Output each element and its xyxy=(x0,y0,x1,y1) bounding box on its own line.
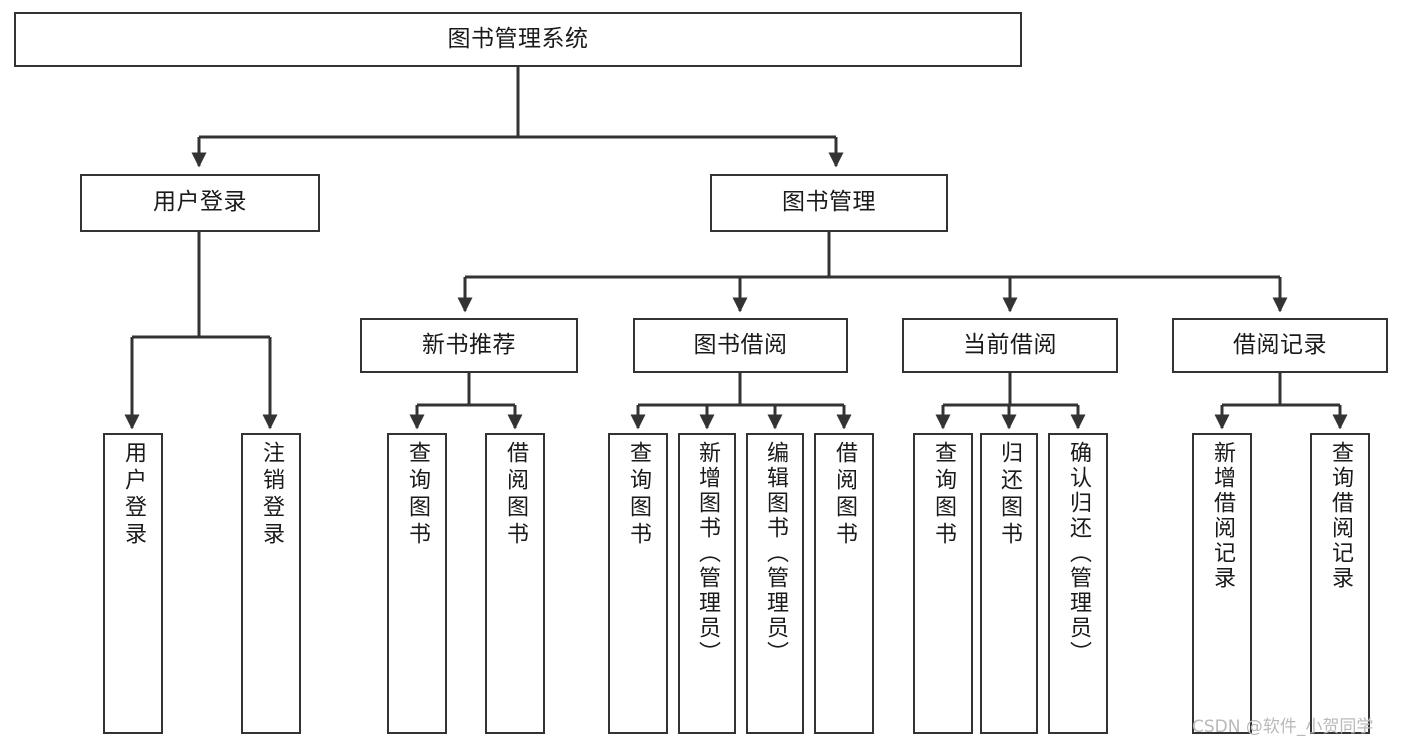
leaf-confirm-return-label: 确认归还（管理员） xyxy=(1066,441,1091,666)
leaf-query-book-3[interactable]: 查询图书 xyxy=(913,433,973,734)
node-book-borrow[interactable]: 图书借阅 xyxy=(633,318,848,373)
node-new-book-recommend-label: 新书推荐 xyxy=(422,331,516,358)
leaf-borrow-book-1-label: 借阅图书 xyxy=(503,441,528,549)
leaf-add-book-label: 新增图书（管理员） xyxy=(695,441,720,666)
leaf-query-record-label: 查询借阅记录 xyxy=(1328,441,1353,591)
node-borrow-record[interactable]: 借阅记录 xyxy=(1172,318,1388,373)
node-user-login-label: 用户登录 xyxy=(153,189,247,216)
leaf-user-login[interactable]: 用户登录 xyxy=(103,433,163,734)
leaf-query-book-2-label: 查询图书 xyxy=(626,441,651,549)
node-book-manage-label: 图书管理 xyxy=(782,189,876,216)
leaf-user-login-label: 用户登录 xyxy=(121,441,146,549)
leaf-borrow-book-1[interactable]: 借阅图书 xyxy=(485,433,545,734)
node-root[interactable]: 图书管理系统 xyxy=(14,12,1022,67)
node-book-borrow-label: 图书借阅 xyxy=(693,331,788,358)
node-borrow-record-label: 借阅记录 xyxy=(1233,331,1327,358)
leaf-logout[interactable]: 注销登录 xyxy=(241,433,301,734)
leaf-confirm-return[interactable]: 确认归还（管理员） xyxy=(1048,433,1108,734)
leaf-query-book-2[interactable]: 查询图书 xyxy=(608,433,668,734)
leaf-borrow-book-2-label: 借阅图书 xyxy=(832,441,857,549)
leaf-borrow-book-2[interactable]: 借阅图书 xyxy=(814,433,874,734)
leaf-logout-label: 注销登录 xyxy=(259,441,284,549)
node-user-login[interactable]: 用户登录 xyxy=(80,174,320,232)
leaf-return-book-label: 归还图书 xyxy=(997,441,1022,549)
leaf-add-book[interactable]: 新增图书（管理员） xyxy=(678,433,736,734)
node-book-manage[interactable]: 图书管理 xyxy=(710,174,948,232)
leaf-edit-book[interactable]: 编辑图书（管理员） xyxy=(746,433,804,734)
leaf-return-book[interactable]: 归还图书 xyxy=(980,433,1038,734)
node-root-label: 图书管理系统 xyxy=(447,25,589,52)
node-new-book-recommend[interactable]: 新书推荐 xyxy=(360,318,578,373)
node-current-borrow[interactable]: 当前借阅 xyxy=(902,318,1118,373)
leaf-query-record[interactable]: 查询借阅记录 xyxy=(1310,433,1370,734)
node-current-borrow-label: 当前借阅 xyxy=(963,331,1057,358)
leaf-edit-book-label: 编辑图书（管理员） xyxy=(763,441,788,666)
leaf-add-record-label: 新增借阅记录 xyxy=(1210,441,1235,591)
leaf-add-record[interactable]: 新增借阅记录 xyxy=(1192,433,1252,734)
csdn-watermark: CSDN @软件_小贺同学 xyxy=(1192,717,1374,737)
leaf-query-book-1[interactable]: 查询图书 xyxy=(387,433,447,734)
leaf-query-book-1-label: 查询图书 xyxy=(405,441,430,549)
leaf-query-book-3-label: 查询图书 xyxy=(931,441,956,549)
